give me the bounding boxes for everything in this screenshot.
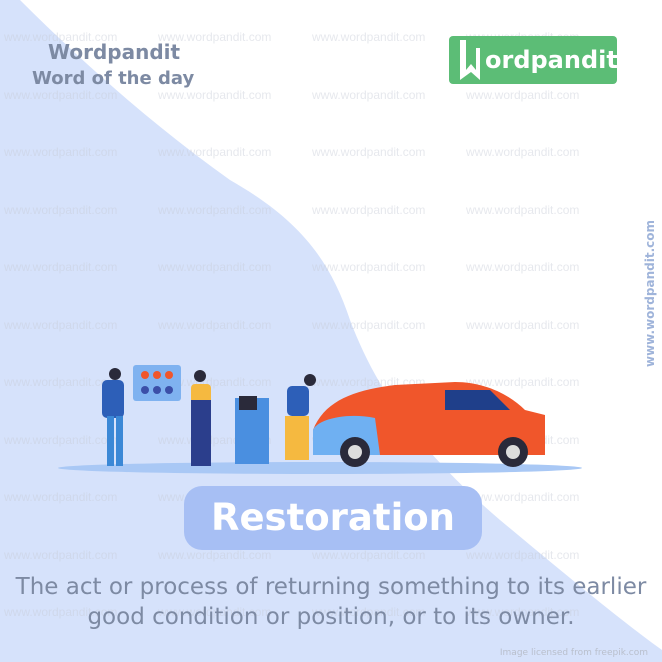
watermark-text: www.wordpandit.com xyxy=(466,317,580,332)
watermark-text: www.wordpandit.com xyxy=(4,317,118,332)
watermark-text: www.wordpandit.com xyxy=(4,202,118,217)
watermark-text: www.wordpandit.com xyxy=(466,260,580,274)
definition-line: good condition or position, or to its ow… xyxy=(87,604,575,630)
watermark-text: www.wordpandit.com xyxy=(466,547,580,562)
watermark-text: www.wordpandit.com xyxy=(4,375,118,389)
watermark-text: www.wordpandit.com xyxy=(312,145,426,159)
watermark-text: www.wordpandit.com xyxy=(466,87,580,102)
watermark-text: www.wordpandit.com xyxy=(312,202,426,217)
watermark-text: www.wordpandit.com xyxy=(466,375,580,389)
wordpandit-logo: ordpandit xyxy=(449,36,618,84)
watermark-text: www.wordpandit.com xyxy=(4,490,118,504)
definition: The act or process of returning somethin… xyxy=(0,572,662,632)
watermark-text: www.wordpandit.com xyxy=(4,87,118,102)
watermark-text: www.wordpandit.com xyxy=(4,30,118,44)
watermark-text: www.wordpandit.com xyxy=(312,317,426,332)
watermark-text: www.wordpandit.com xyxy=(158,547,272,562)
watermark-text: www.wordpandit.com xyxy=(158,260,272,274)
word-of-the-day-label: Word of the day xyxy=(32,68,195,89)
watermark-text: www.wordpandit.com xyxy=(158,605,272,619)
watermark-text: www.wordpandit.com xyxy=(312,605,426,619)
car-repair-illustration xyxy=(58,365,582,474)
watermark-text: www.wordpandit.com xyxy=(466,605,580,619)
watermark-text: www.wordpandit.com xyxy=(4,605,118,619)
watermark-text: www.wordpandit.com xyxy=(158,87,272,102)
watermark-text: www.wordpandit.com xyxy=(312,87,426,102)
watermark-text: www.wordpandit.com xyxy=(158,30,272,44)
image-credit: Image licensed from freepik.com xyxy=(499,648,648,658)
watermark-text: www.wordpandit.com xyxy=(312,30,426,44)
watermark-text: www.wordpandit.com xyxy=(158,375,272,389)
side-watermark: www.wordpandit.com xyxy=(643,220,657,367)
definition-line: The act or process of returning somethin… xyxy=(15,574,647,600)
watermark-text: www.wordpandit.com xyxy=(158,202,272,217)
watermark-text: www.wordpandit.com xyxy=(158,317,272,332)
watermark-text: www.wordpandit.com xyxy=(466,202,580,217)
watermark-text: www.wordpandit.com xyxy=(4,432,118,447)
bookmark-w-icon xyxy=(457,40,483,80)
brand-title: Wordpandit xyxy=(48,40,181,64)
watermark-text: www.wordpandit.com xyxy=(312,260,426,274)
watermark-text: www.wordpandit.com xyxy=(158,145,272,159)
watermark-text: www.wordpandit.com xyxy=(312,547,426,562)
watermark-text: www.wordpandit.com xyxy=(4,547,118,562)
watermark-text: www.wordpandit.com xyxy=(466,490,580,504)
watermark-text: www.wordpandit.com xyxy=(466,145,580,159)
word-pill: Restoration xyxy=(184,486,482,550)
watermark-text: www.wordpandit.com xyxy=(4,260,118,274)
logo-text: ordpandit xyxy=(485,46,618,74)
watermark-text: www.wordpandit.com xyxy=(4,145,118,159)
